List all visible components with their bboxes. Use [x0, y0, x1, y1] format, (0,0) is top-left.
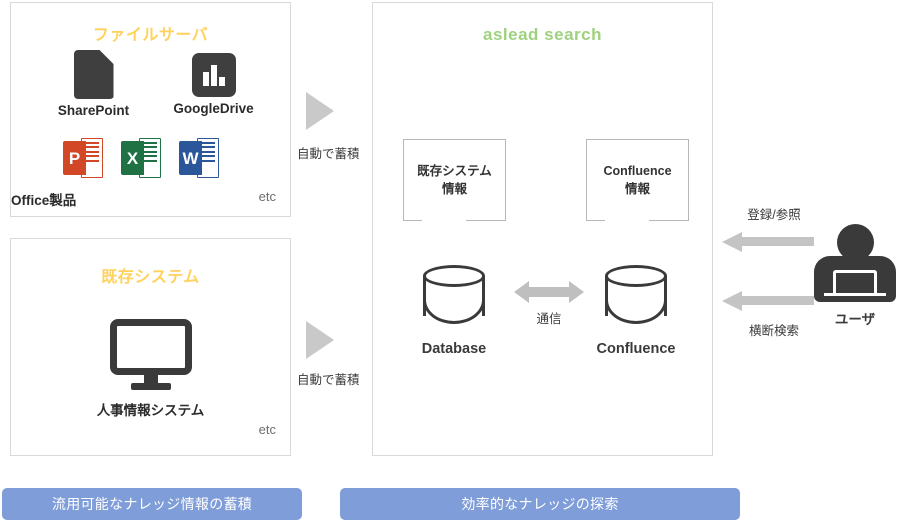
user-action-register-arrow-icon — [722, 232, 814, 252]
powerpoint-letter: P — [63, 141, 86, 175]
legacy-system-etc-label: etc — [258, 422, 276, 437]
callout-tail-icon — [605, 220, 649, 250]
user-action-register-label: 登録/参照 — [747, 208, 801, 222]
callout-legacy-info-line2: 情報 — [441, 182, 467, 196]
user-action-search-label: 横断検索 — [748, 324, 799, 338]
user-label: ユーザ — [834, 312, 876, 327]
banner-knowledge-search[interactable]: 効率的なナレッジの探索 — [340, 488, 740, 520]
communication-label: 通信 — [536, 312, 562, 326]
panel-aslead-search: aslead search 既存システム 情報 Confluence 情報 Da… — [372, 2, 713, 456]
word-icon: W — [179, 138, 219, 178]
monitor-icon — [109, 319, 192, 390]
panel-file-server: ファイルサーバ SharePoint GoogleDrive P X — [10, 2, 291, 217]
panel-file-server-title: ファイルサーバ — [92, 27, 209, 44]
panel-legacy-system-title: 既存システム — [101, 269, 200, 286]
user-with-laptop-icon — [814, 224, 896, 302]
googledrive-label: GoogleDrive — [173, 101, 254, 116]
panel-aslead-search-title: aslead search — [483, 25, 602, 44]
database-cylinder-icon — [423, 265, 485, 327]
flow-arrow-1-icon — [306, 92, 334, 130]
callout-legacy-info-line1: 既存システム — [417, 163, 492, 178]
office-products-label: Office製品 — [11, 193, 77, 208]
sharepoint-label: SharePoint — [57, 103, 130, 118]
source-item-googledrive: GoogleDrive — [166, 50, 261, 116]
hr-system-label: 人事情報システム — [96, 403, 205, 418]
flow-arrow-2-icon — [306, 321, 334, 359]
excel-letter: X — [121, 141, 144, 175]
flow-arrow-2-label: 自動で蓄積 — [297, 373, 360, 387]
office-icon-row: P X W — [63, 138, 219, 178]
powerpoint-icon: P — [63, 138, 103, 178]
panel-legacy-system: 既存システム 人事情報システム etc — [10, 238, 291, 456]
callout-confluence-info-line2: 情報 — [624, 182, 650, 196]
word-letter: W — [179, 141, 202, 175]
callout-confluence-info-line1: Confluence — [603, 163, 672, 178]
file-server-etc-label: etc — [258, 189, 276, 204]
callout-tail-icon — [422, 220, 466, 250]
bar-chart-icon — [191, 53, 236, 97]
source-item-sharepoint: SharePoint — [51, 50, 136, 118]
callout-confluence-info: Confluence 情報 — [586, 139, 689, 221]
communication-arrow-icon — [514, 281, 584, 303]
excel-icon: X — [121, 138, 161, 178]
user-action-search-arrow-icon — [722, 291, 814, 311]
database-label: Database — [421, 341, 487, 357]
confluence-label: Confluence — [596, 341, 676, 357]
source-item-hr-system: 人事情報システム — [11, 319, 290, 419]
confluence-cylinder-icon — [605, 265, 667, 327]
banner-knowledge-accumulation[interactable]: 流用可能なナレッジ情報の蓄積 — [2, 488, 302, 520]
document-icon — [73, 50, 114, 99]
callout-legacy-info: 既存システム 情報 — [403, 139, 506, 221]
flow-arrow-1-label: 自動で蓄積 — [297, 147, 360, 161]
